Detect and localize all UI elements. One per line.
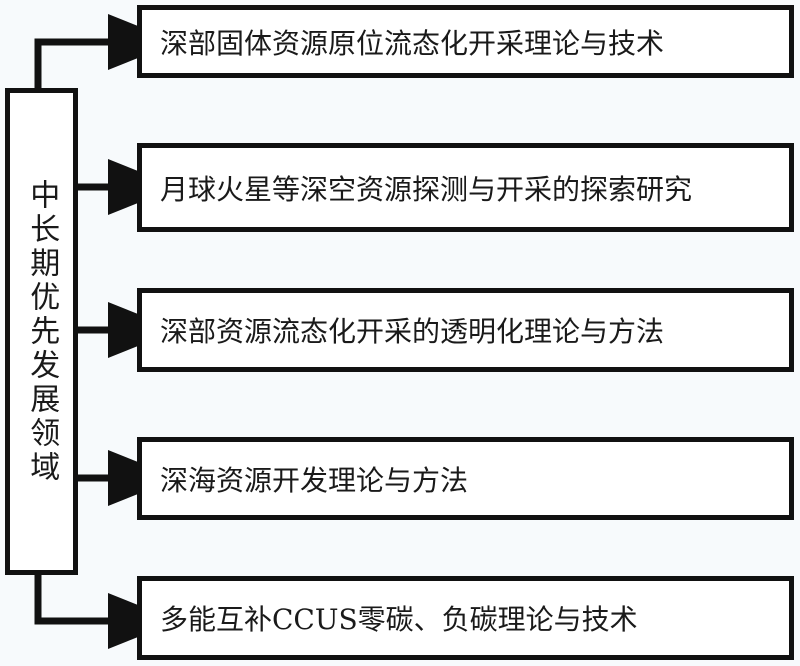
branch-label-3: 深部资源流态化开采的透明化理论与方法 xyxy=(160,315,665,348)
root-category-box: 中长期优先发展领域 xyxy=(5,88,78,575)
branch-box-5: 多能互补CCUS零碳、负碳理论与技术 xyxy=(137,576,794,660)
branch-box-4: 深海资源开发理论与方法 xyxy=(137,437,794,520)
branch-box-1: 深部固体资源原位流态化开采理论与技术 xyxy=(137,5,794,78)
root-category-label: 中长期优先发展领域 xyxy=(24,178,60,485)
connector-branch-1 xyxy=(34,14,178,88)
connector-branch-5 xyxy=(34,575,178,649)
branch-label-1: 深部固体资源原位流态化开采理论与技术 xyxy=(160,26,665,60)
branch-label-2: 月球火星等深空资源探测与开采的探索研究 xyxy=(160,172,693,206)
branch-box-2: 月球火星等深空资源探测与开采的探索研究 xyxy=(137,143,794,232)
branch-box-3: 深部资源流态化开采的透明化理论与方法 xyxy=(137,288,794,372)
branch-label-5: 多能互补CCUS零碳、负碳理论与技术 xyxy=(160,603,638,636)
branch-label-4: 深海资源开发理论与方法 xyxy=(160,463,469,497)
